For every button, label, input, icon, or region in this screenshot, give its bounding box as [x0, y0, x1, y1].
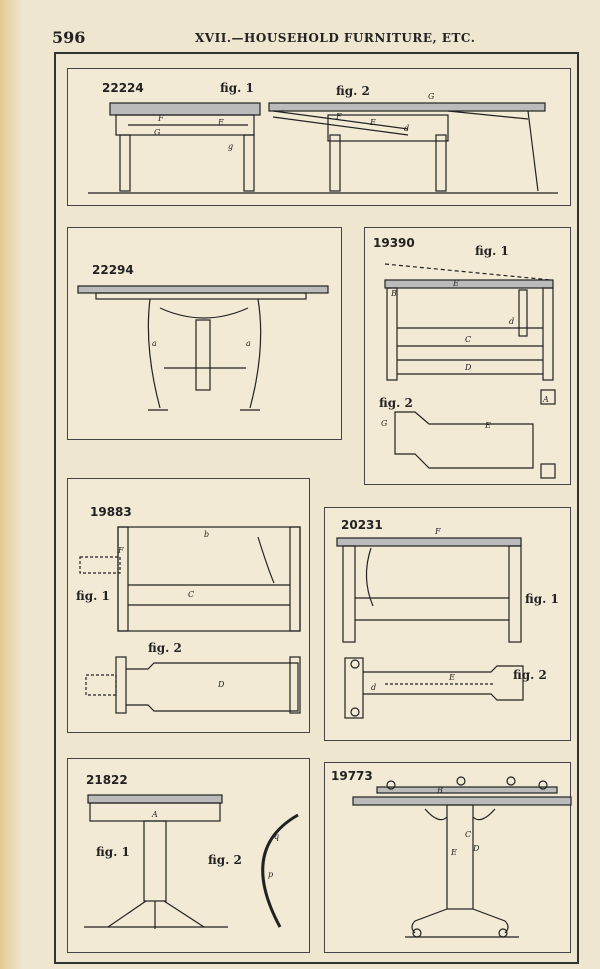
letter-d: d	[371, 683, 376, 692]
letter-d: d	[404, 124, 409, 133]
letter-E: E	[448, 673, 455, 682]
letter-G2: G	[428, 92, 435, 101]
fig2-label: fig. 2	[379, 396, 413, 410]
fig1-label: fig. 1	[475, 244, 509, 258]
drop-leaf-table-drawing: a a	[77, 285, 329, 411]
extension-table-drawing: G F E g G F E d	[88, 92, 558, 194]
fig1-label: fig. 1	[525, 592, 559, 606]
extension-drawer-table-drawing: F E d	[336, 527, 524, 719]
letter-d: d	[509, 317, 514, 326]
panel-22294: 22294 a a	[67, 227, 342, 440]
fig2-label: fig. 2	[148, 641, 182, 655]
panel-19773: 19773 B C E D	[324, 762, 572, 953]
letter-A: A	[542, 395, 549, 404]
letter-a2: a	[246, 339, 251, 348]
fig1-label: fig. 1	[76, 589, 110, 603]
letter-E: E	[452, 279, 459, 288]
panel-20231: 20231 fig. 1 fig. 2 F E d	[324, 507, 571, 741]
patent-number: 19773	[331, 769, 373, 783]
letter-G: G	[381, 419, 388, 428]
letter-b: b	[204, 530, 209, 539]
letter-F: F	[434, 527, 441, 536]
pedestal-table-drawing: B C E D	[352, 776, 572, 938]
letter-B: B	[390, 289, 397, 298]
letter-F: F	[117, 546, 124, 555]
patent-number: 19390	[373, 236, 415, 250]
patent-number: 19883	[90, 505, 132, 519]
letter-D: D	[217, 680, 225, 689]
letter-F: F	[157, 114, 164, 123]
fig2-label: fig. 2	[208, 853, 242, 867]
letter-E: E	[217, 118, 224, 127]
letter-q: q	[274, 832, 279, 841]
letter-g: g	[228, 142, 233, 151]
letter-p: p	[268, 870, 273, 879]
panel-19883: 19883 fig. 1 fig. 2 F b C D	[67, 478, 310, 733]
fig2-label: fig. 2	[513, 668, 547, 682]
fig1-label: fig. 1	[96, 845, 130, 859]
page-number: 596	[52, 28, 86, 47]
letter-G: G	[154, 128, 161, 137]
running-title: XVII.—HOUSEHOLD FURNITURE, ETC.	[195, 31, 476, 45]
letter-E2: E	[369, 118, 376, 127]
folding-table-drawing: B E C D d G E A	[381, 263, 556, 479]
letter-C: C	[188, 590, 194, 599]
patent-number: 20231	[341, 518, 383, 532]
letter-B: B	[436, 786, 443, 795]
page-edge	[0, 0, 22, 969]
letter-F2: F	[335, 112, 342, 121]
patent-number: 22224	[102, 81, 144, 95]
letter-E2: E	[484, 421, 491, 430]
panel-21822: 21822 fig. 1 fig. 2 A p q	[67, 758, 310, 953]
patent-number: 21822	[86, 773, 128, 787]
letter-A: A	[151, 810, 158, 819]
fig1-label: fig. 1	[220, 81, 254, 95]
letter-D: D	[464, 363, 472, 372]
letter-C: C	[465, 335, 471, 344]
patent-number: 22294	[92, 263, 134, 277]
plate-frame	[54, 52, 579, 964]
letter-C: C	[465, 830, 471, 839]
round-table-drawing: A p q	[84, 794, 299, 929]
panel-19390: 19390 fig. 1 fig. 2 B E C D d G E A	[364, 227, 571, 485]
panel-22224: 22224 fig. 1 fig. 2 G F E g G F E d	[67, 68, 571, 206]
table-drawer-drawing: F b C D	[79, 526, 301, 714]
letter-a: a	[152, 339, 157, 348]
letter-L: E	[450, 848, 457, 857]
fig2-label: fig. 2	[336, 84, 370, 98]
letter-D: D	[472, 844, 480, 853]
